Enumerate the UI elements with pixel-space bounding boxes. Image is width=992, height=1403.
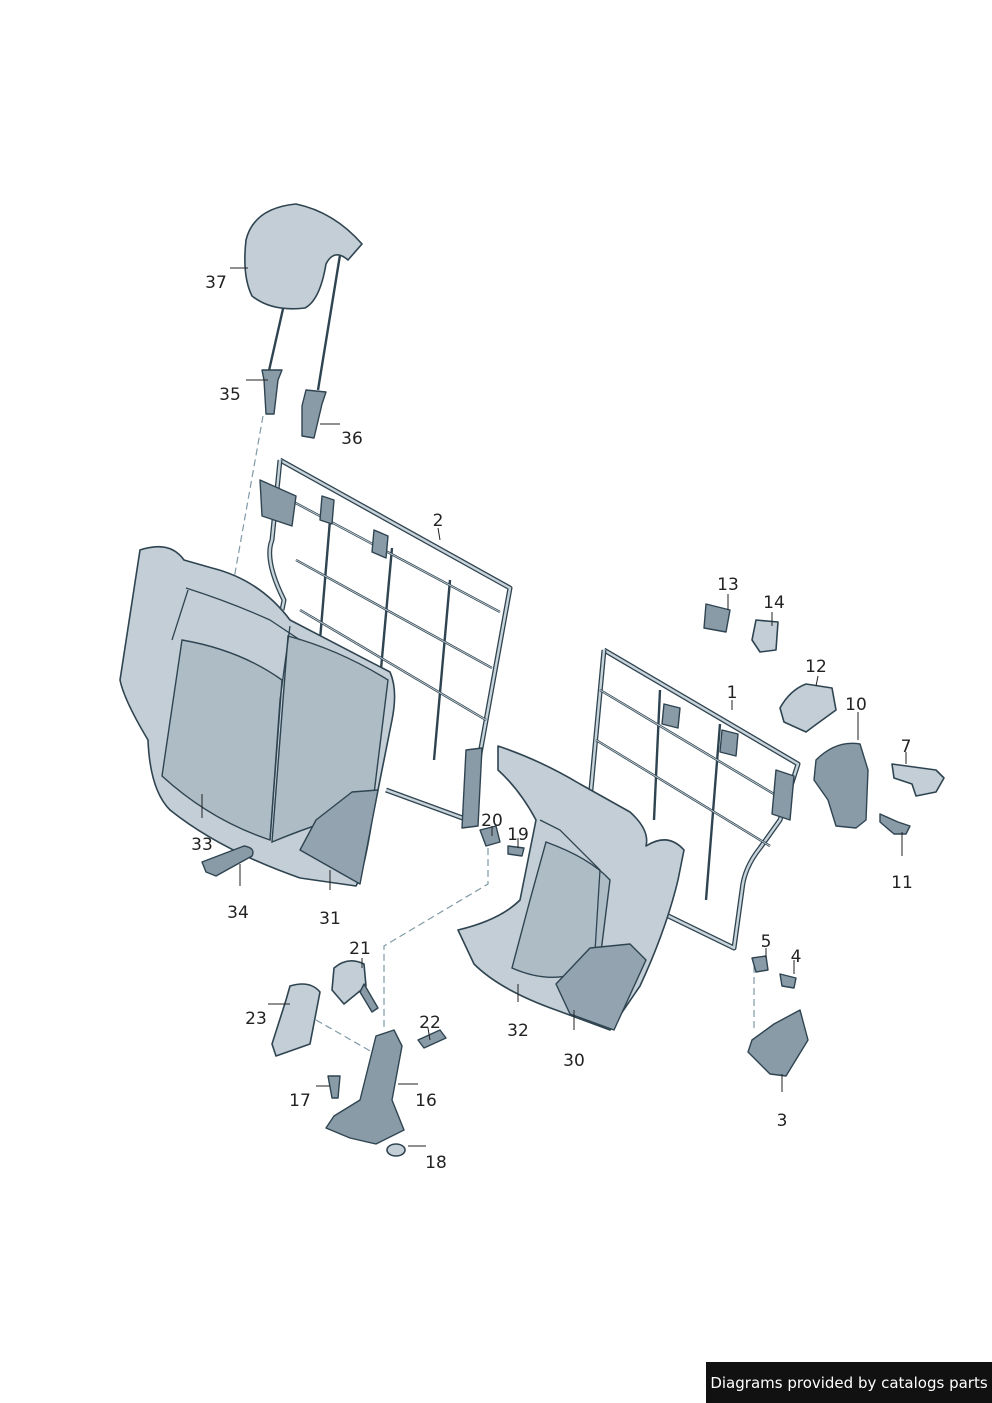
bolt-11 xyxy=(879,813,911,835)
callout-1: 1 xyxy=(727,683,738,703)
callout-20: 20 xyxy=(481,811,503,831)
leader-lines xyxy=(201,267,907,1147)
latch-10 xyxy=(813,742,869,829)
bolt-17 xyxy=(327,1075,341,1099)
part-21 xyxy=(331,960,379,1013)
callout-21: 21 xyxy=(349,939,371,959)
callout-23: 23 xyxy=(245,1009,267,1029)
bracket-3 xyxy=(747,1009,809,1077)
screw-4 xyxy=(779,973,797,989)
right-backrest-pad xyxy=(457,745,685,1031)
callout-10: 10 xyxy=(845,695,867,715)
cap-14 xyxy=(751,619,779,653)
callout-35: 35 xyxy=(219,385,241,405)
callout-labels: 1 2 3 4 5 7 10 11 12 13 14 16 17 18 19 2… xyxy=(191,273,913,1173)
callout-4: 4 xyxy=(791,947,802,967)
cover-23 xyxy=(271,983,321,1057)
callout-2: 2 xyxy=(433,511,444,531)
clip-34 xyxy=(201,845,254,877)
callout-18: 18 xyxy=(425,1153,447,1173)
callout-22: 22 xyxy=(419,1013,441,1033)
callout-3: 3 xyxy=(777,1111,788,1131)
callout-31: 31 xyxy=(319,909,341,929)
headrest xyxy=(244,203,363,391)
callout-5: 5 xyxy=(761,932,772,952)
callout-12: 12 xyxy=(805,657,827,677)
callout-17: 17 xyxy=(289,1091,311,1111)
bracket-16 xyxy=(325,1029,405,1145)
callout-16: 16 xyxy=(415,1091,437,1111)
callout-7: 7 xyxy=(901,737,912,757)
callout-11: 11 xyxy=(891,873,913,893)
screw-19 xyxy=(507,845,525,857)
left-backrest-pad xyxy=(119,545,396,887)
credit-banner: Diagrams provided by catalogs parts xyxy=(706,1362,992,1403)
callout-33: 33 xyxy=(191,835,213,855)
callout-13: 13 xyxy=(717,575,739,595)
callout-32: 32 xyxy=(507,1021,529,1041)
right-backrest-frame xyxy=(587,647,801,951)
bezel-12 xyxy=(779,683,837,733)
callout-34: 34 xyxy=(227,903,249,923)
bushing-20 xyxy=(479,825,501,847)
callout-30: 30 xyxy=(563,1051,585,1071)
callout-37: 37 xyxy=(205,273,227,293)
callout-14: 14 xyxy=(763,593,785,613)
callout-36: 36 xyxy=(341,429,363,449)
bracket-7 xyxy=(891,763,945,797)
bolt-22 xyxy=(417,1029,447,1049)
bushing-5 xyxy=(751,955,769,973)
headrest-guide-36 xyxy=(301,389,327,439)
left-backrest-frame xyxy=(259,457,513,829)
headrest-guide-35 xyxy=(261,369,283,415)
callout-19: 19 xyxy=(507,825,529,845)
trim-13 xyxy=(703,603,731,633)
plug-18 xyxy=(386,1143,406,1157)
credit-text: Diagrams provided by catalogs parts xyxy=(710,1373,988,1392)
